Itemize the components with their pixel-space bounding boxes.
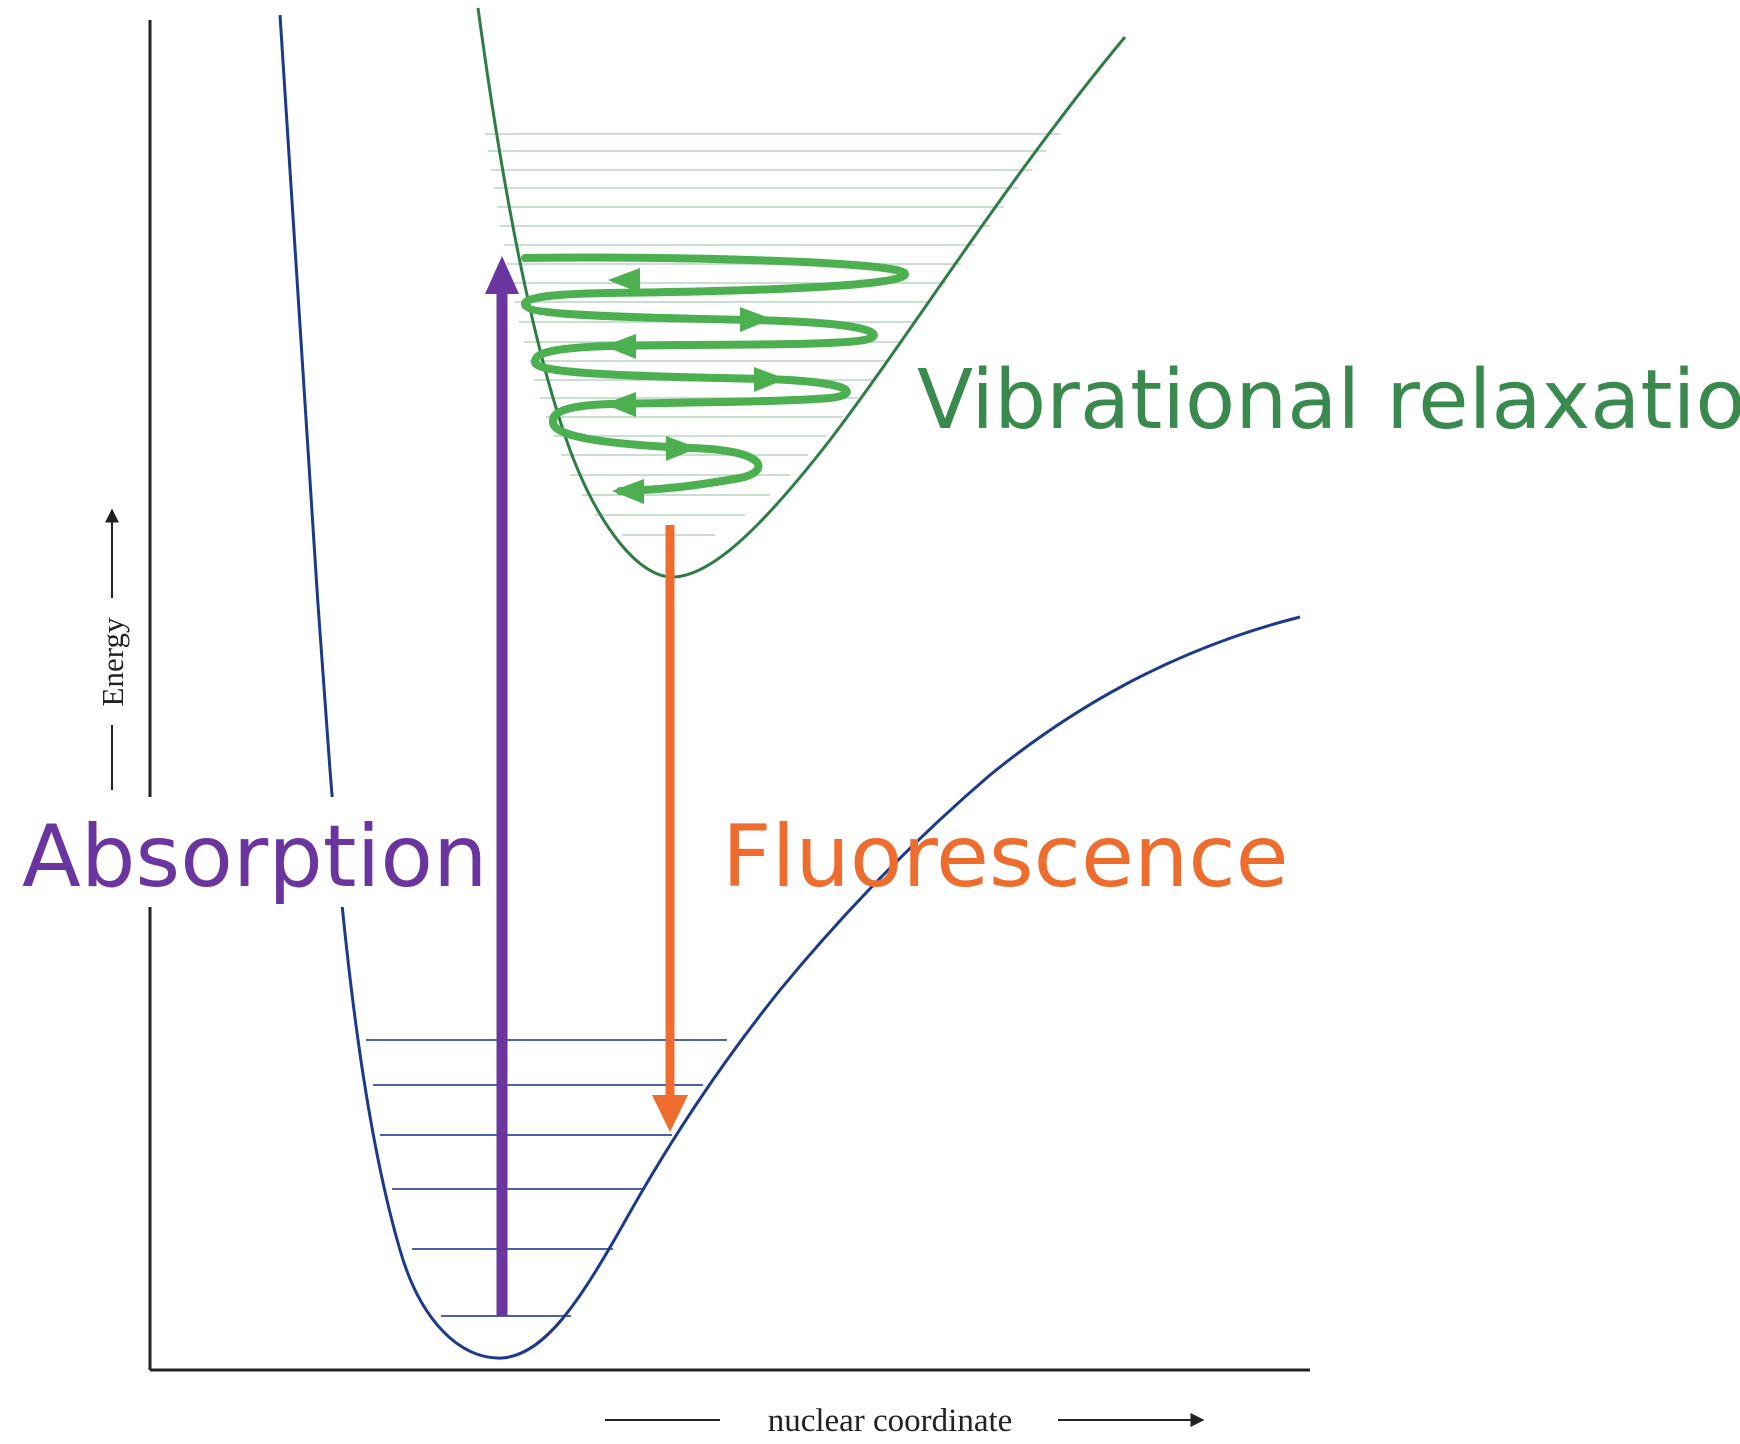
relaxation-loop-path bbox=[520, 253, 910, 495]
relaxation-arrowhead-left bbox=[604, 392, 636, 417]
x-axis-label: nuclear coordinate bbox=[768, 1403, 1013, 1439]
absorption-label: Absorption bbox=[22, 807, 488, 907]
relaxation-arrowhead-left bbox=[608, 268, 640, 293]
vibrational-relaxation-label: Vibrational relaxation bbox=[917, 353, 1740, 448]
relaxation-arrowhead-left bbox=[612, 479, 644, 504]
ground-state-curve bbox=[278, 14, 1301, 1360]
fluorescence-arrow bbox=[652, 525, 688, 1132]
y-axis-label-group: Energy bbox=[95, 508, 130, 790]
excited-state-levels bbox=[485, 133, 1060, 536]
relaxation-arrowhead-left bbox=[604, 334, 636, 359]
fluorescence-label: Fluorescence bbox=[722, 807, 1289, 907]
absorption-arrowhead bbox=[485, 256, 519, 294]
relaxation-arrowhead-right bbox=[740, 307, 772, 332]
relaxation-arrowhead-right bbox=[666, 436, 698, 461]
relaxation-arrowhead-right bbox=[754, 367, 786, 392]
fluorescence-arrowhead bbox=[652, 1095, 688, 1132]
absorption-label-bg bbox=[20, 797, 458, 907]
axes: Energy nuclear coordinate bbox=[95, 20, 1310, 1439]
vibrational-relaxation-arrows bbox=[520, 253, 910, 504]
x-axis-label-group: nuclear coordinate bbox=[605, 1403, 1205, 1439]
y-axis-label: Energy bbox=[95, 617, 130, 706]
absorption-arrow bbox=[485, 256, 519, 1316]
